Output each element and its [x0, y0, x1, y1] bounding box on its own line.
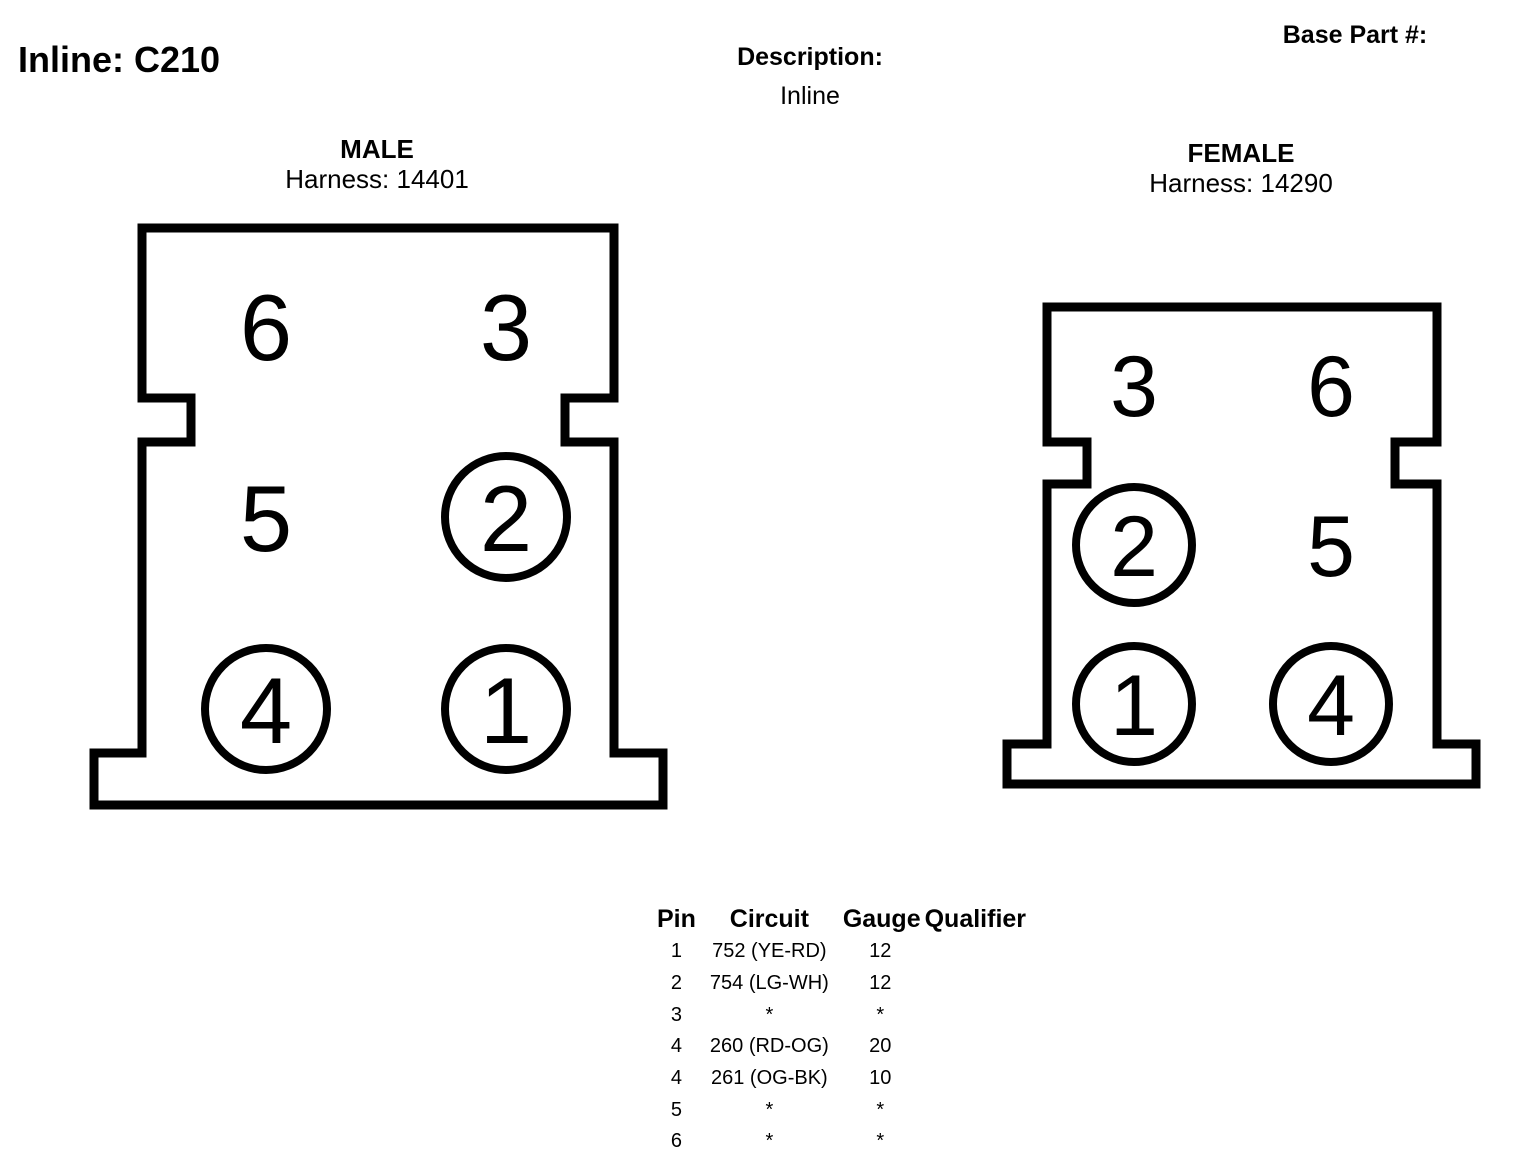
circuit-cell: 752 (YE-RD) — [712, 940, 827, 963]
male-pin-1-circle — [441, 644, 571, 774]
gauge-cell: 12 — [869, 972, 892, 995]
pin-table-header-row: Pin Circuit Gauge Qualifier — [650, 902, 1033, 936]
female-title: FEMALE — [1187, 138, 1295, 168]
table-row: 4 261 (OG-BK) 10 — [650, 1063, 1033, 1095]
circuit-cell: 261 (OG-BK) — [711, 1067, 828, 1090]
table-row: 6 * * — [650, 1126, 1033, 1158]
female-pin-6: 6 — [1307, 339, 1355, 435]
male-harness: Harness: 14401 — [285, 164, 469, 194]
female-pin-4-circle — [1269, 642, 1393, 766]
circuit-cell: 260 (RD-OG) — [709, 1035, 829, 1058]
male-pin-label: 2 — [480, 466, 532, 571]
connector-title: Inline: C210 — [18, 39, 221, 80]
gauge-cell: * — [876, 1003, 885, 1026]
base-part-label: Base Part #: — [1282, 21, 1428, 49]
female-pins: 3 6 2 5 1 4 — [1072, 339, 1393, 766]
pin-column-header: Pin — [657, 904, 696, 933]
female-pin-2-circle — [1072, 483, 1196, 607]
circuit-cell: * — [765, 1003, 774, 1026]
male-title: MALE — [340, 134, 414, 164]
male-connector-outline — [89, 223, 668, 810]
qualifier-cell — [925, 968, 1033, 1000]
qualifier-column-header: Qualifier — [924, 904, 1027, 933]
male-pin-4: 4 — [201, 644, 331, 774]
male-pin-label: 5 — [240, 466, 292, 571]
gauge-cell: 20 — [869, 1035, 892, 1058]
table-row: 1 752 (YE-RD) 12 — [650, 936, 1033, 968]
female-pin-4: 4 — [1269, 642, 1393, 766]
female-pin-1: 1 — [1072, 642, 1196, 766]
description-value: Inline — [780, 82, 840, 110]
female-pin-label: 4 — [1307, 658, 1355, 754]
qualifier-cell — [925, 999, 1033, 1031]
pin-cell: 1 — [670, 940, 683, 963]
gauge-cell: 10 — [869, 1067, 892, 1090]
male-header: MALE Harness: 14401 — [227, 134, 527, 194]
table-row: 2 754 (LG-WH) 12 — [650, 968, 1033, 1000]
pin-cell: 3 — [670, 1003, 683, 1026]
qualifier-cell — [925, 1094, 1033, 1126]
pin-table: Pin Circuit Gauge Qualifier 1 752 (YE-RD… — [650, 902, 1033, 1158]
female-pin-label: 5 — [1307, 499, 1355, 595]
female-pin-label: 2 — [1110, 499, 1158, 595]
gauge-cell: 12 — [869, 940, 892, 963]
female-pin-5: 5 — [1307, 499, 1355, 595]
qualifier-cell — [925, 1031, 1033, 1063]
female-pin-label: 6 — [1307, 339, 1355, 435]
pin-cell: 4 — [670, 1035, 683, 1058]
gauge-column-header: Gauge — [842, 904, 921, 933]
circuit-column-header: Circuit — [729, 904, 809, 933]
female-pin-label: 3 — [1110, 339, 1158, 435]
pin-cell: 5 — [670, 1098, 683, 1121]
male-pin-2: 2 — [441, 452, 571, 582]
female-header: FEMALE Harness: 14290 — [1091, 138, 1391, 198]
table-row: 3 * * — [650, 999, 1033, 1031]
male-pin-5: 5 — [240, 466, 292, 571]
table-row: 4 260 (RD-OG) 20 — [650, 1031, 1033, 1063]
female-harness: Harness: 14290 — [1149, 168, 1333, 198]
pin-cell: 4 — [670, 1067, 683, 1090]
gauge-cell: * — [876, 1098, 885, 1121]
male-pin-label: 6 — [240, 275, 292, 380]
male-pin-label: 3 — [480, 275, 532, 380]
gauge-cell: * — [876, 1130, 885, 1153]
table-row: 5 * * — [650, 1094, 1033, 1126]
qualifier-cell — [925, 936, 1033, 968]
male-pins: 6 3 5 2 4 1 — [201, 275, 571, 774]
female-pin-1-circle — [1072, 642, 1196, 766]
male-pin-2-circle — [441, 452, 571, 582]
qualifier-cell — [925, 1063, 1033, 1095]
qualifier-cell — [925, 1126, 1033, 1158]
female-pin-label: 1 — [1110, 658, 1158, 754]
pin-cell: 6 — [670, 1130, 683, 1153]
male-pin-label: 4 — [240, 658, 292, 763]
female-connector-outline — [1002, 302, 1481, 789]
male-pin-4-circle — [201, 644, 331, 774]
male-pin-6: 6 — [240, 275, 292, 380]
male-pin-label: 1 — [480, 658, 532, 763]
female-pin-3: 3 — [1110, 339, 1158, 435]
circuit-cell: 754 (LG-WH) — [709, 972, 829, 995]
circuit-cell: * — [765, 1130, 774, 1153]
male-pin-1: 1 — [441, 644, 571, 774]
pin-cell: 2 — [670, 972, 683, 995]
circuit-cell: * — [765, 1098, 774, 1121]
male-pin-3: 3 — [480, 275, 532, 380]
female-pin-2: 2 — [1072, 483, 1196, 607]
description-label: Description: — [737, 43, 883, 71]
